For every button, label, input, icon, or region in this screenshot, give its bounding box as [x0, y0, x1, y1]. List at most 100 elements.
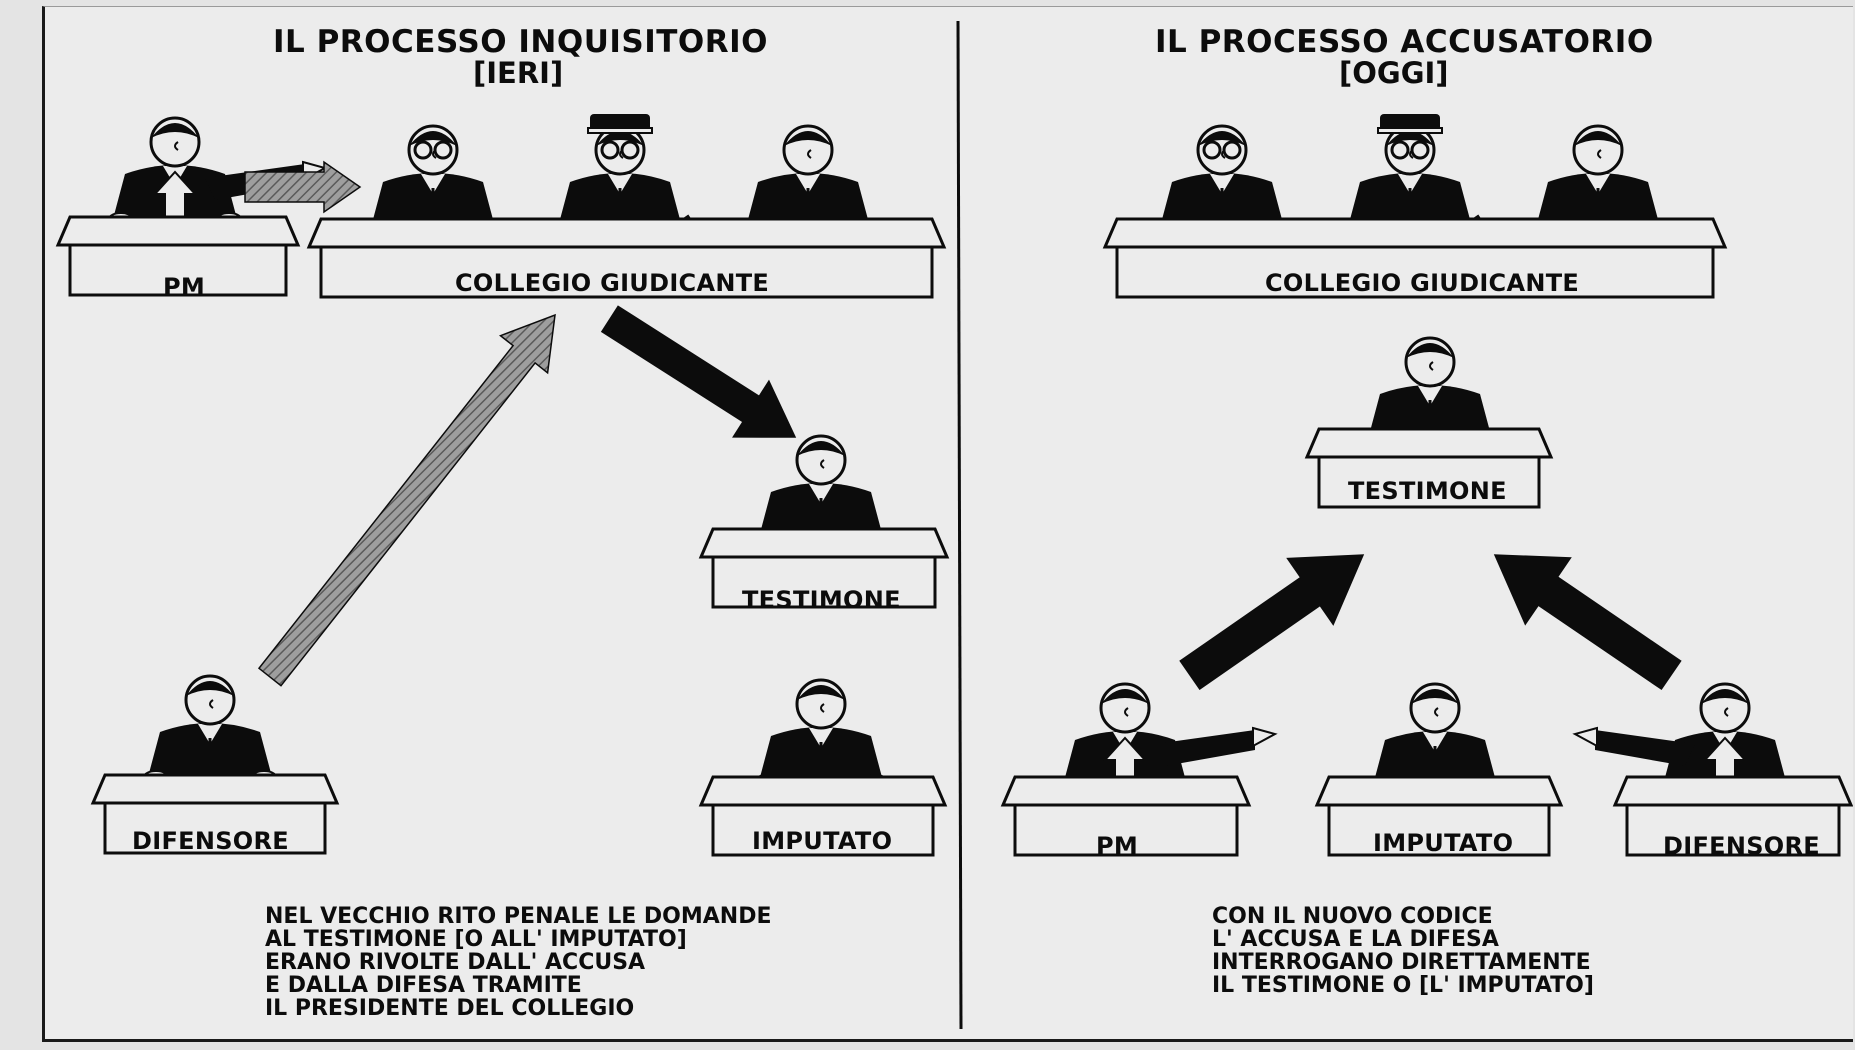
- desk-label-witness-right: TESTIMONE: [1348, 477, 1507, 505]
- person-judge-right-1: [1155, 124, 1289, 234]
- hair: [797, 441, 845, 456]
- right-caption-line: IL TESTIMONE O [L' IMPUTATO]: [1212, 973, 1594, 998]
- courtroom-illustration: [55, 20, 1853, 1030]
- desk-top: [90, 773, 340, 805]
- collar: [809, 728, 833, 748]
- nose: [1429, 361, 1434, 371]
- judge-cap-band: [587, 127, 653, 134]
- desk-label-witness-left: TESTIMONE: [742, 586, 901, 614]
- collar: [198, 724, 222, 744]
- collar: [1586, 174, 1610, 194]
- desk-defendant-right: [1314, 775, 1564, 857]
- hair: [409, 131, 457, 146]
- glasses-lens: [433, 140, 453, 160]
- nose: [209, 699, 214, 709]
- desk-witness-left: [698, 527, 950, 609]
- desk-court-right: [1102, 217, 1728, 299]
- right-caption: CON IL NUOVO CODICE L' ACCUSA E LA DIFES…: [1212, 905, 1594, 997]
- desk-top: [1304, 427, 1554, 459]
- person-defender-right: [1572, 682, 1792, 792]
- hair: [784, 131, 832, 146]
- pointing-hand: [1572, 726, 1598, 748]
- pointing-arm: [1155, 730, 1255, 766]
- desk-court-left: [306, 217, 947, 299]
- collar: [1210, 174, 1234, 194]
- desk-label-pm-left: PM: [163, 273, 206, 301]
- hair: [1198, 131, 1246, 146]
- hair: [151, 123, 199, 138]
- collar: [809, 484, 833, 504]
- nose: [807, 149, 812, 159]
- person-pm-right: [1058, 682, 1278, 792]
- nose: [174, 141, 179, 151]
- hair: [186, 681, 234, 696]
- desk-defender-left: [90, 773, 340, 855]
- left-caption-line: NEL VECCHIO RITO PENALE LE DOMANDE: [265, 904, 772, 929]
- desk-label-defender-right: DIFENSORE: [1663, 832, 1820, 860]
- glasses-lens: [620, 140, 640, 160]
- hair: [1701, 689, 1749, 704]
- desk-defendant-left: [698, 775, 948, 857]
- hair: [1386, 131, 1434, 146]
- glasses-lens: [1202, 140, 1222, 160]
- person-defendant-left: [754, 678, 888, 788]
- left-caption-line: ERANO RIVOLTE DALL' ACCUSA: [265, 950, 646, 975]
- judge-cap-band: [1377, 127, 1443, 134]
- desk-label-court-right: COLLEGIO GIUDICANTE: [1265, 269, 1580, 297]
- left-caption-line: IL PRESIDENTE DEL COLLEGIO: [265, 996, 635, 1021]
- person-defendant-right: [1368, 682, 1502, 792]
- person-witness-left: [754, 434, 888, 544]
- left-caption: NEL VECCHIO RITO PENALE LE DOMANDE AL TE…: [265, 905, 772, 1020]
- glasses-lens: [1410, 140, 1430, 160]
- desk-label-court-left: COLLEGIO GIUDICANTE: [455, 269, 770, 297]
- arrow-pm-to-witness: [1179, 554, 1365, 691]
- desk-label-pm-right: PM: [1096, 832, 1139, 860]
- desk-top: [1612, 775, 1853, 807]
- desk-top: [55, 215, 301, 247]
- panel-divider: [956, 20, 963, 1030]
- desk-front: [319, 245, 934, 299]
- nose: [1124, 707, 1129, 717]
- desk-witness-right: [1304, 427, 1554, 509]
- right-caption-line: CON IL NUOVO CODICE: [1212, 904, 1493, 929]
- glasses-lens: [413, 140, 433, 160]
- desk-label-defendant-right: IMPUTATO: [1373, 829, 1514, 857]
- jabot: [152, 170, 198, 220]
- nose: [1724, 707, 1729, 717]
- arrow-pm-to-court: [244, 160, 362, 214]
- desk-front: [1013, 803, 1239, 857]
- pointing-arm: [1595, 730, 1695, 766]
- desk-front: [711, 555, 937, 609]
- desk-front: [1625, 803, 1841, 857]
- collar: [1418, 386, 1442, 406]
- desk-front: [103, 801, 327, 855]
- desk-front: [711, 803, 935, 857]
- person-judge-left-3: [741, 124, 875, 234]
- right-panel-subtitle: [OGGI]: [1339, 56, 1449, 90]
- collar: [796, 174, 820, 194]
- left-panel-subtitle: [IERI]: [473, 56, 564, 90]
- collar: [608, 174, 632, 194]
- desk-pm-right: [1000, 775, 1252, 857]
- desk-top: [306, 217, 947, 249]
- arrow-defender-to-court: [257, 313, 556, 687]
- right-caption-line: L' ACCUSA E LA DIFESA: [1212, 927, 1499, 952]
- desk-front: [1327, 803, 1551, 857]
- right-panel-title: IL PROCESSO ACCUSATORIO: [1155, 24, 1654, 60]
- right-caption-line: INTERROGANO DIRETTAMENTE: [1212, 950, 1591, 975]
- collar: [421, 174, 445, 194]
- arrow-defender-to-witness: [1493, 554, 1682, 691]
- nose: [1597, 149, 1602, 159]
- desk-label-defendant-left: IMPUTATO: [752, 827, 893, 855]
- glasses-lens: [1222, 140, 1242, 160]
- hair: [596, 131, 644, 146]
- left-caption-line: E DALLA DIFESA TRAMITE: [265, 973, 582, 998]
- hair: [1574, 131, 1622, 146]
- collar: [1398, 174, 1422, 194]
- hair: [1101, 689, 1149, 704]
- hair: [1406, 343, 1454, 358]
- glasses-lens: [600, 140, 620, 160]
- glasses-lens: [1390, 140, 1410, 160]
- desk-pm-left: [55, 215, 301, 297]
- desk-front: [1115, 245, 1715, 299]
